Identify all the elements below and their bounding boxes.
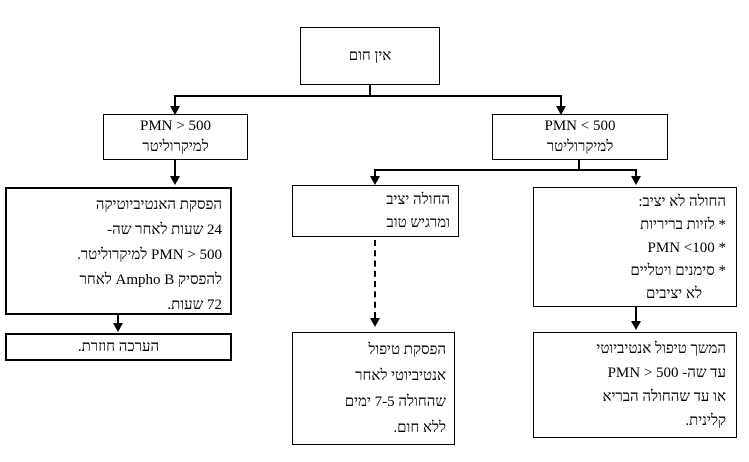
connector-root-stem — [369, 85, 371, 96]
down-arrowhead-icon — [113, 323, 123, 332]
connector-right-stem — [578, 160, 580, 171]
down-arrowhead-icon — [370, 318, 380, 327]
down-arrowhead-icon — [631, 176, 641, 185]
down-arrowhead-icon — [170, 176, 180, 185]
stop-treatment-line4: ללא חום. — [393, 420, 446, 436]
node-continue-antibiotics: המשך טיפול אנטיביוטי עד שה- PMN > 500 או… — [533, 332, 737, 438]
patient-unstable-bullet-vitals: * סימנים ויטליים — [630, 263, 726, 279]
continue-antibiotics-line3: או עד שהחולה הבריא — [602, 389, 726, 405]
pmn-below-500-value: PMN < 500 — [544, 118, 616, 134]
down-arrowhead-icon — [170, 106, 180, 115]
down-arrowhead-icon — [370, 176, 380, 185]
node-pmn-above-500: PMN > 500 למיקרוליטר — [103, 114, 248, 160]
patient-unstable-title: החולה לא יציב: — [638, 194, 726, 210]
stop-antibiotics-line4: להפסיק Ampho B לאחר — [79, 272, 222, 288]
connector-root-horizontal — [174, 95, 562, 97]
node-no-fever-label: אין חום — [348, 47, 392, 64]
connector-right-drop — [560, 95, 562, 107]
patient-unstable-vitals-cont: לא יציבים — [645, 286, 702, 302]
connector-branch-horizontal — [374, 169, 637, 171]
patient-stable-line1: החולה יציב — [386, 192, 450, 208]
down-arrowhead-icon — [631, 321, 641, 330]
node-no-fever: אין חום — [300, 27, 440, 85]
pmn-above-500-unit: למיקרוליטר — [142, 139, 209, 155]
stop-antibiotics-line1: הפסקת האנטיביוטיקה — [95, 197, 222, 213]
connector-unstable-drop — [635, 169, 637, 177]
connector-stable-dashed — [374, 240, 376, 318]
continue-antibiotics-line1: המשך טיפול אנטיביוטי — [596, 341, 726, 357]
stop-antibiotics-line2: 24 שעות לאחר שה- — [107, 222, 222, 238]
reassessment-label: הערכה חוזרת. — [77, 338, 160, 355]
connector-left-action — [174, 160, 176, 177]
node-reassessment: הערכה חוזרת. — [5, 333, 232, 361]
pmn-below-500-unit: למיקרוליטר — [546, 139, 614, 155]
node-stop-antibiotics: הפסקת האנטיביוטיקה 24 שעות לאחר שה- PMN … — [5, 187, 232, 315]
stop-antibiotics-line5: 72 שעות. — [167, 297, 222, 313]
stop-treatment-line3: שהחולה 7-5 ימים — [344, 394, 446, 410]
continue-antibiotics-line2: עד שה- PMN > 500 — [607, 365, 726, 381]
connector-continue — [635, 307, 637, 322]
node-patient-stable: החולה יציב ומרגיש טוב — [292, 185, 459, 237]
node-pmn-below-500: PMN < 500 למיקרוליטר — [492, 114, 668, 160]
patient-stable-line2: ומרגיש טוב — [386, 215, 450, 231]
patient-unstable-bullet-lesions: * לזיות בריריות — [640, 217, 726, 233]
continue-antibiotics-line4: קלינית. — [685, 413, 726, 429]
stop-treatment-line1: הפסקת טיפול — [368, 342, 446, 358]
node-stop-treatment-afebrile: הפסקת טיפול אנטיביוטי לאחר שהחולה 7-5 ימ… — [292, 332, 455, 445]
stop-treatment-line2: אנטיביוטי לאחר — [355, 368, 446, 384]
down-arrowhead-icon — [556, 106, 566, 115]
stop-antibiotics-line3: PMN > 500 למיקרוליטר. — [77, 247, 222, 263]
node-patient-unstable: החולה לא יציב: * לזיות בריריות * ‪PMN <1… — [533, 187, 737, 307]
pmn-above-500-value: PMN > 500 — [140, 118, 211, 134]
connector-left-drop — [174, 95, 176, 107]
patient-unstable-bullet-pmn: * ‪PMN <100‬ — [647, 240, 726, 256]
connector-stable-drop — [374, 169, 376, 177]
connector-reassessment — [117, 315, 119, 324]
